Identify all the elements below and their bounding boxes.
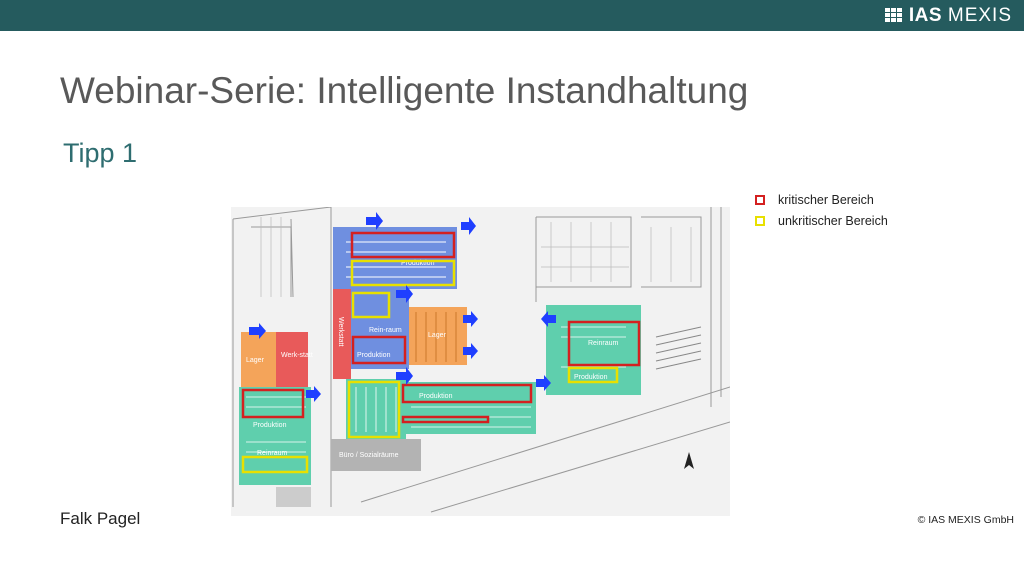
zone-reinraum-mid [351,289,409,369]
zone-werkstatt-left [276,332,308,387]
label-lager-mid: Lager [428,332,447,339]
legend-item-critical: kritischer Bereich [755,189,888,210]
factory-floor-plan: Produktion Werkstatt Rein-raum Produktio… [231,207,730,516]
label-reinraum-left: Reinraum [257,450,288,457]
legend: kritischer Bereich unkritischer Bereich [755,189,888,231]
author-name: Falk Pagel [60,509,141,528]
zone-lager-mid [409,307,467,365]
label-produktion-center: Produktion [419,393,453,400]
north-arrow-icon [684,452,694,469]
logo-text-bold: IAS [908,5,943,26]
zone-produktion-left [239,387,311,485]
label-produktion-left: Produktion [253,422,287,429]
header-bar: IAS MEXIS [0,0,1024,31]
zone-reinraum-right [546,305,641,395]
logo-grid-icon [884,8,903,24]
label-werkstatt-vertical: Werkstatt [337,317,344,346]
logo-text: IAS MEXIS [909,5,1012,27]
zone-lager-left [241,332,276,387]
legend-label-uncritical: unkritischer Bereich [778,213,888,228]
copyright-notice: © IAS MEXIS GmbH [917,514,1014,526]
label-produktion-top: Produktion [401,260,435,267]
zone-werkstatt-vertical [333,289,351,379]
zone-buero [331,439,421,471]
label-produktion-mid: Produktion [357,352,391,359]
label-buero: Büro / Sozialräume [339,452,399,459]
critical-square-icon [755,194,765,205]
legend-label-critical: kritischer Bereich [778,192,874,207]
label-reinraum-right: Reinraum [588,340,619,347]
legend-item-uncritical: unkritischer Bereich [755,210,888,231]
uncritical-square-icon [755,215,765,226]
label-lager-left: Lager [246,357,265,364]
logo-text-light: MEXIS [947,5,1012,26]
company-logo: IAS MEXIS [884,5,1012,27]
slide-subtitle: Tipp 1 [63,138,138,168]
label-reinraum-mid: Rein-raum [369,327,402,334]
label-produktion-right: Produktion [574,374,608,381]
slide-title: Webinar-Serie: Intelligente Instandhaltu… [60,70,749,111]
zone-produktion-center [401,382,536,434]
label-werkstatt-left: Werk-statt [281,352,313,359]
